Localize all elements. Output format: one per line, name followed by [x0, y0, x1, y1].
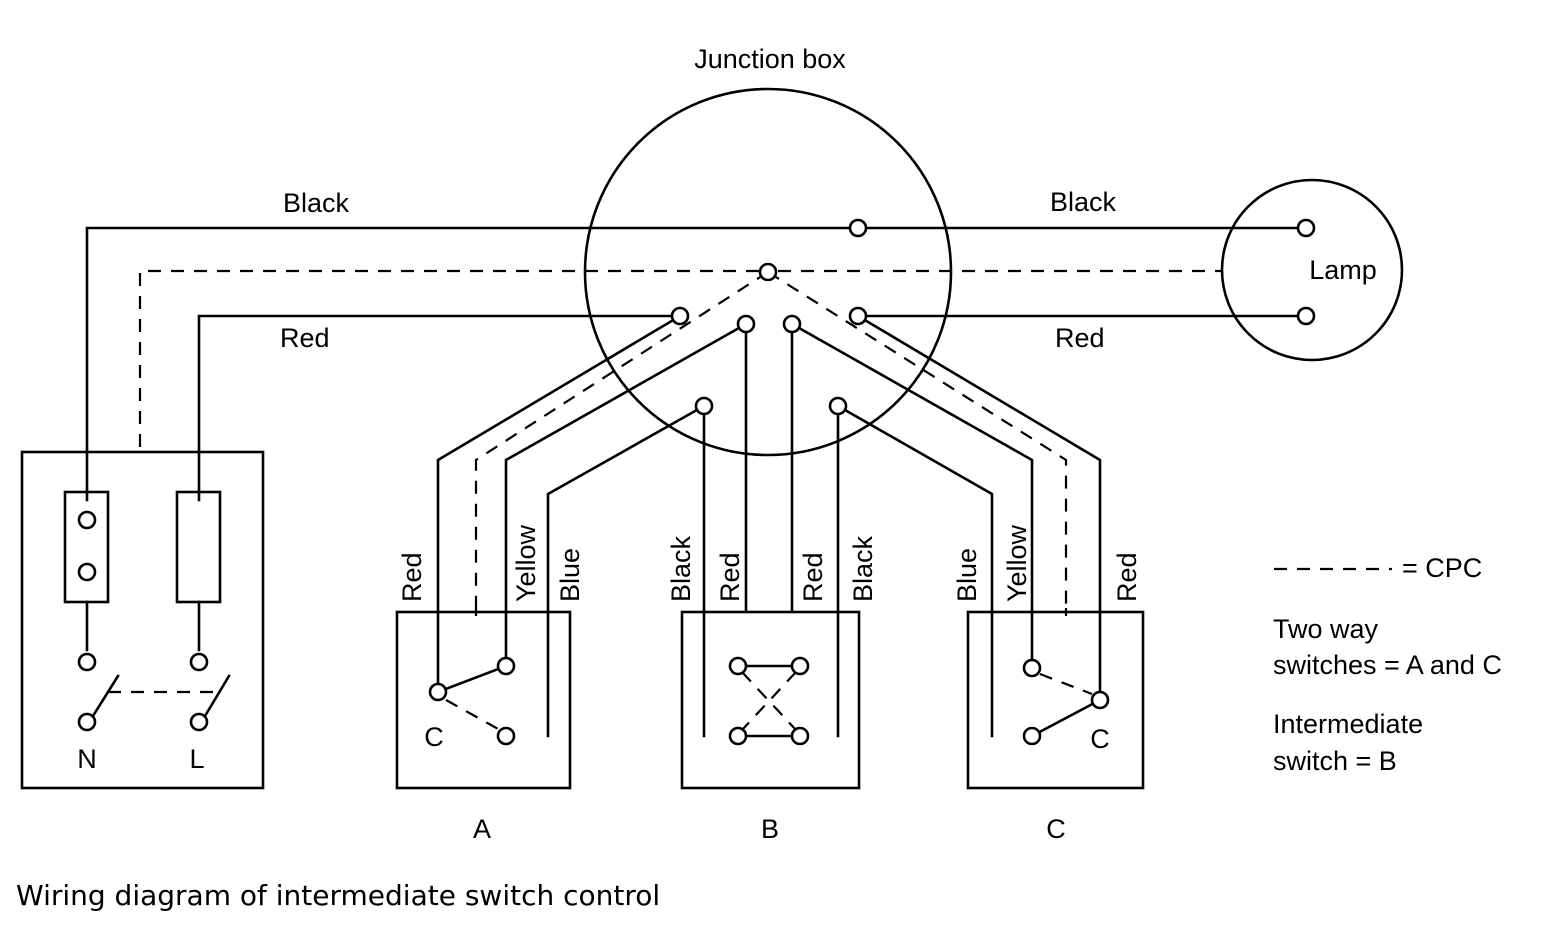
switch-a-wire-yellow: Yellow — [511, 524, 541, 602]
wire-red-supply — [197, 314, 682, 502]
switch-b-label: B — [761, 814, 779, 844]
lamp-terminal-top — [1296, 218, 1316, 238]
switch-c-wire-yellow: Yellow — [1002, 524, 1032, 602]
switch-b — [680, 610, 861, 790]
live-label: L — [189, 744, 204, 774]
switch-a-label: A — [473, 814, 491, 844]
wire-black-supply — [85, 226, 860, 502]
wire-cpc-c — [767, 271, 1068, 612]
legend-cpc: = CPC — [1402, 553, 1482, 583]
junction-terminals — [670, 218, 868, 416]
supply-unit: N L — [20, 450, 265, 790]
junction-box-label: Junction box — [694, 44, 846, 74]
wire-black-left-label: Black — [283, 188, 350, 218]
wire-red-left-label: Red — [280, 323, 330, 353]
switch-c-common-label: C — [1090, 724, 1110, 754]
switch-c: C — [966, 608, 1145, 790]
wire-yellow-c — [790, 322, 1034, 670]
switch-c-label: C — [1046, 814, 1066, 844]
lamp-terminal-bottom — [1296, 306, 1316, 326]
legend-intermediate-1: Intermediate — [1273, 709, 1423, 739]
switch-b-wire-red-2: Red — [798, 552, 828, 602]
wire-black-right-label: Black — [1050, 187, 1117, 217]
switch-b-wire-black-2: Black — [848, 535, 878, 602]
diagram-caption: Wiring diagram of intermediate switch co… — [16, 879, 660, 912]
legend: = CPC Two way switches = A and C Interme… — [1273, 553, 1502, 776]
lamp-label: Lamp — [1309, 255, 1377, 285]
wire-red-right-label: Red — [1055, 323, 1105, 353]
legend-two-way-1: Two way — [1273, 614, 1379, 644]
switch-a-common-label: C — [424, 722, 444, 752]
switch-b-wire-red-1: Red — [715, 552, 745, 602]
switch-a: C — [395, 608, 572, 790]
neutral-label: N — [77, 744, 97, 774]
legend-intermediate-2: switch = B — [1273, 746, 1397, 776]
switch-a-wire-red: Red — [397, 552, 427, 602]
wire-cpc-a — [474, 271, 769, 612]
switch-a-wire-blue: Blue — [555, 548, 585, 602]
switch-c-wire-red: Red — [1112, 552, 1142, 602]
switch-c-wire-blue: Blue — [952, 548, 982, 602]
legend-two-way-2: switches = A and C — [1273, 650, 1502, 680]
wire-cpc-supply — [138, 269, 760, 447]
switch-b-wire-black-1: Black — [666, 535, 696, 602]
wire-yellow-a — [504, 322, 748, 668]
